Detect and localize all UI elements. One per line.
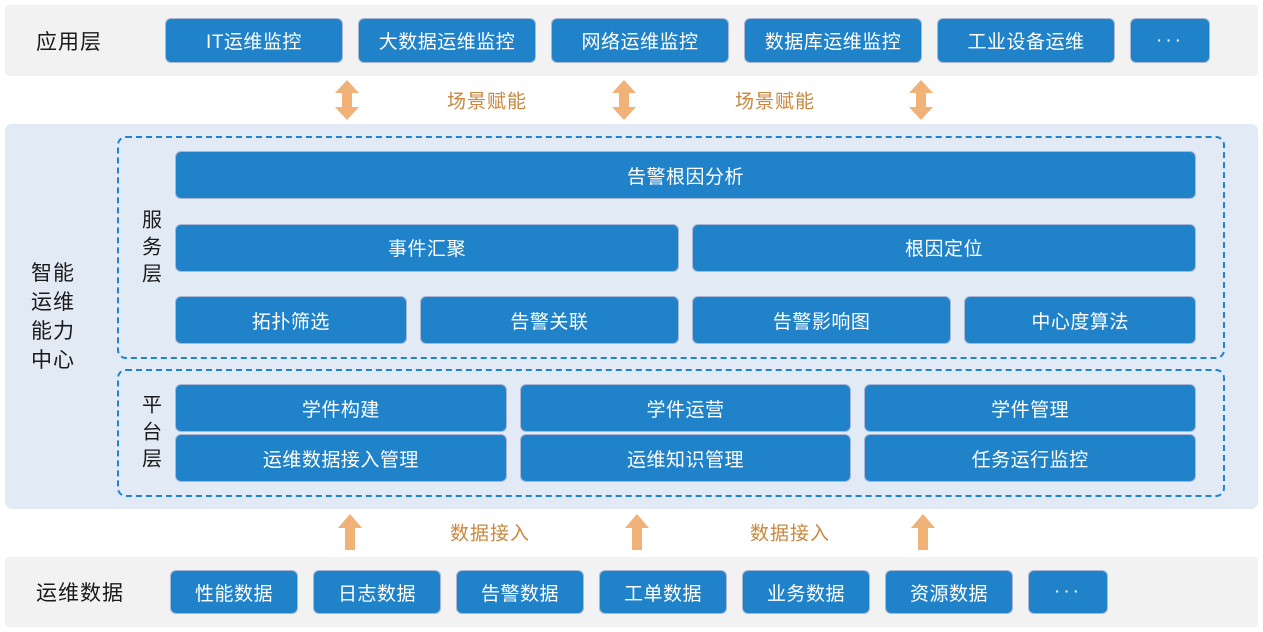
node-platform-0-1[interactable]: 学件运营 bbox=[519, 384, 852, 432]
center-title-line-0: 智能 bbox=[31, 261, 75, 285]
node-label: 运维数据接入管理 bbox=[262, 449, 419, 471]
connector-label-0: 场景赋能 bbox=[446, 91, 528, 113]
node-label: 告警关联 bbox=[510, 311, 589, 333]
double-vertical-arrow-2 bbox=[908, 80, 934, 125]
node-service-2-3[interactable]: 中心度算法 bbox=[964, 296, 1196, 344]
ops-data-layer-label: 运维数据 bbox=[36, 582, 124, 605]
center-title-line-1: 运维 bbox=[31, 290, 75, 314]
node-platform-0-0[interactable]: 学件构建 bbox=[175, 384, 507, 432]
ops-data-layer-items: 性能数据 日志数据 告警数据 工单数据 业务数据 资源数据 ··· bbox=[170, 557, 1108, 627]
node-label: 学件构建 bbox=[301, 399, 380, 421]
up-arrow-0 bbox=[337, 514, 363, 555]
center-title: 智能运维能力中心 bbox=[31, 259, 113, 375]
platform-layer-label: 平台层 bbox=[137, 393, 167, 474]
node-data-0[interactable]: 性能数据 bbox=[170, 570, 298, 614]
up-arrow-2 bbox=[910, 514, 936, 555]
node-app-5[interactable]: ··· bbox=[1130, 18, 1210, 63]
node-label: 任务运行监控 bbox=[971, 449, 1089, 471]
node-data-2[interactable]: 告警数据 bbox=[456, 570, 584, 614]
node-app-1[interactable]: 大数据运维监控 bbox=[358, 18, 536, 63]
node-label: 学件管理 bbox=[991, 399, 1070, 421]
data-ingestion-connectors: 数据接入 数据接入 bbox=[0, 509, 1263, 555]
platform-label-line-1: 台 bbox=[142, 421, 162, 444]
node-platform-1-1[interactable]: 运维知识管理 bbox=[519, 434, 852, 482]
node-app-2[interactable]: 网络运维监控 bbox=[551, 18, 729, 63]
node-label: 告警数据 bbox=[480, 583, 559, 605]
node-service-1-0[interactable]: 事件汇聚 bbox=[175, 223, 679, 272]
node-data-4[interactable]: 业务数据 bbox=[742, 570, 870, 614]
connector-label-1: 数据接入 bbox=[749, 523, 831, 545]
node-label: 拓扑筛选 bbox=[251, 311, 330, 333]
node-label: 学件运营 bbox=[646, 399, 725, 421]
service-label-line-0: 服 bbox=[142, 209, 162, 231]
center-title-line-2: 能力 bbox=[31, 319, 75, 343]
node-label: 工单数据 bbox=[623, 583, 702, 605]
application-layer-band: 应用层 IT运维监控 大数据运维监控 网络运维监控 数据库运维监控 工业设备运维 ··· bbox=[5, 5, 1258, 76]
connector-label-1: 场景赋能 bbox=[734, 91, 816, 113]
node-data-5[interactable]: 资源数据 bbox=[885, 570, 1013, 614]
platform-row-1: 运维数据接入管理 运维知识管理 任务运行监控 bbox=[175, 434, 1197, 482]
node-label: 告警影响图 bbox=[772, 311, 871, 333]
ops-data-layer-band: 运维数据 性能数据 日志数据 告警数据 工单数据 业务数据 资源数据 ··· bbox=[5, 557, 1258, 627]
double-vertical-arrow-1 bbox=[611, 80, 637, 125]
service-layer-box: 服务层 告警根因分析事件汇聚 根因定位拓扑筛选 告警关联 告警影响图 中心度算法 bbox=[117, 136, 1225, 359]
platform-label-line-2: 层 bbox=[142, 448, 162, 471]
node-app-4[interactable]: 工业设备运维 bbox=[937, 18, 1115, 63]
up-arrow-1 bbox=[624, 514, 650, 555]
double-vertical-arrow-0 bbox=[334, 80, 360, 125]
node-service-2-2[interactable]: 告警影响图 bbox=[692, 296, 952, 344]
platform-layer-box: 平台层 学件构建 学件运营 学件管理运维数据接入管理 运维知识管理 任务运行监控 bbox=[117, 369, 1225, 497]
node-data-3[interactable]: 工单数据 bbox=[599, 570, 727, 614]
node-label: 运维知识管理 bbox=[627, 449, 745, 471]
node-service-2-1[interactable]: 告警关联 bbox=[419, 296, 679, 344]
application-layer-label: 应用层 bbox=[36, 30, 102, 54]
node-platform-1-2[interactable]: 任务运行监控 bbox=[864, 434, 1197, 482]
service-layer-rows: 告警根因分析事件汇聚 根因定位拓扑筛选 告警关联 告警影响图 中心度算法 bbox=[175, 138, 1223, 357]
node-label: 大数据运维监控 bbox=[378, 32, 516, 53]
node-data-6[interactable]: ··· bbox=[1028, 570, 1108, 614]
platform-layer-rows: 学件构建 学件运营 学件管理运维数据接入管理 运维知识管理 任务运行监控 bbox=[175, 371, 1223, 495]
node-label: 业务数据 bbox=[766, 583, 845, 605]
node-service-0-0[interactable]: 告警根因分析 bbox=[175, 151, 1196, 199]
scene-enablement-connectors: 场景赋能 场景赋能 bbox=[0, 76, 1263, 124]
node-label: ··· bbox=[1156, 29, 1184, 51]
node-label: 资源数据 bbox=[909, 583, 988, 605]
node-app-0[interactable]: IT运维监控 bbox=[165, 18, 343, 63]
platform-label-line-0: 平 bbox=[142, 394, 162, 417]
node-service-1-1[interactable]: 根因定位 bbox=[692, 223, 1196, 272]
node-label: 中心度算法 bbox=[1031, 311, 1129, 333]
node-platform-0-2[interactable]: 学件管理 bbox=[864, 384, 1197, 432]
node-label: 工业设备运维 bbox=[967, 32, 1085, 53]
application-layer-items: IT运维监控 大数据运维监控 网络运维监控 数据库运维监控 工业设备运维 ··· bbox=[165, 5, 1210, 76]
service-label-line-2: 层 bbox=[142, 263, 162, 285]
node-app-3[interactable]: 数据库运维监控 bbox=[744, 18, 922, 63]
node-service-2-0[interactable]: 拓扑筛选 bbox=[175, 296, 407, 344]
platform-row-0: 学件构建 学件运营 学件管理 bbox=[175, 384, 1197, 432]
node-label: IT运维监控 bbox=[206, 32, 302, 53]
node-label: 网络运维监控 bbox=[581, 32, 699, 53]
connector-label-0: 数据接入 bbox=[449, 523, 531, 545]
node-label: 告警根因分析 bbox=[626, 166, 744, 188]
node-label: ··· bbox=[1054, 581, 1082, 602]
node-label: 日志数据 bbox=[337, 583, 416, 605]
intelligent-ops-capability-center: 智能运维能力中心 服务层 告警根因分析事件汇聚根因定位拓扑筛选告警关联告警影响图… bbox=[5, 124, 1258, 509]
node-data-1[interactable]: 日志数据 bbox=[313, 570, 441, 614]
node-platform-1-0[interactable]: 运维数据接入管理 bbox=[175, 434, 507, 482]
center-title-line-3: 中心 bbox=[31, 348, 75, 372]
service-row-1: 事件汇聚 根因定位 bbox=[175, 223, 1196, 272]
node-label: 事件汇聚 bbox=[387, 239, 466, 260]
node-label: 性能数据 bbox=[194, 583, 273, 605]
service-layer-label: 服务层 bbox=[137, 207, 167, 288]
node-label: 根因定位 bbox=[904, 239, 983, 260]
service-label-line-1: 务 bbox=[142, 236, 162, 258]
service-row-2: 拓扑筛选 告警关联 告警影响图 中心度算法 bbox=[175, 296, 1196, 344]
service-row-0: 告警根因分析 bbox=[175, 151, 1196, 199]
node-label: 数据库运维监控 bbox=[764, 32, 902, 53]
